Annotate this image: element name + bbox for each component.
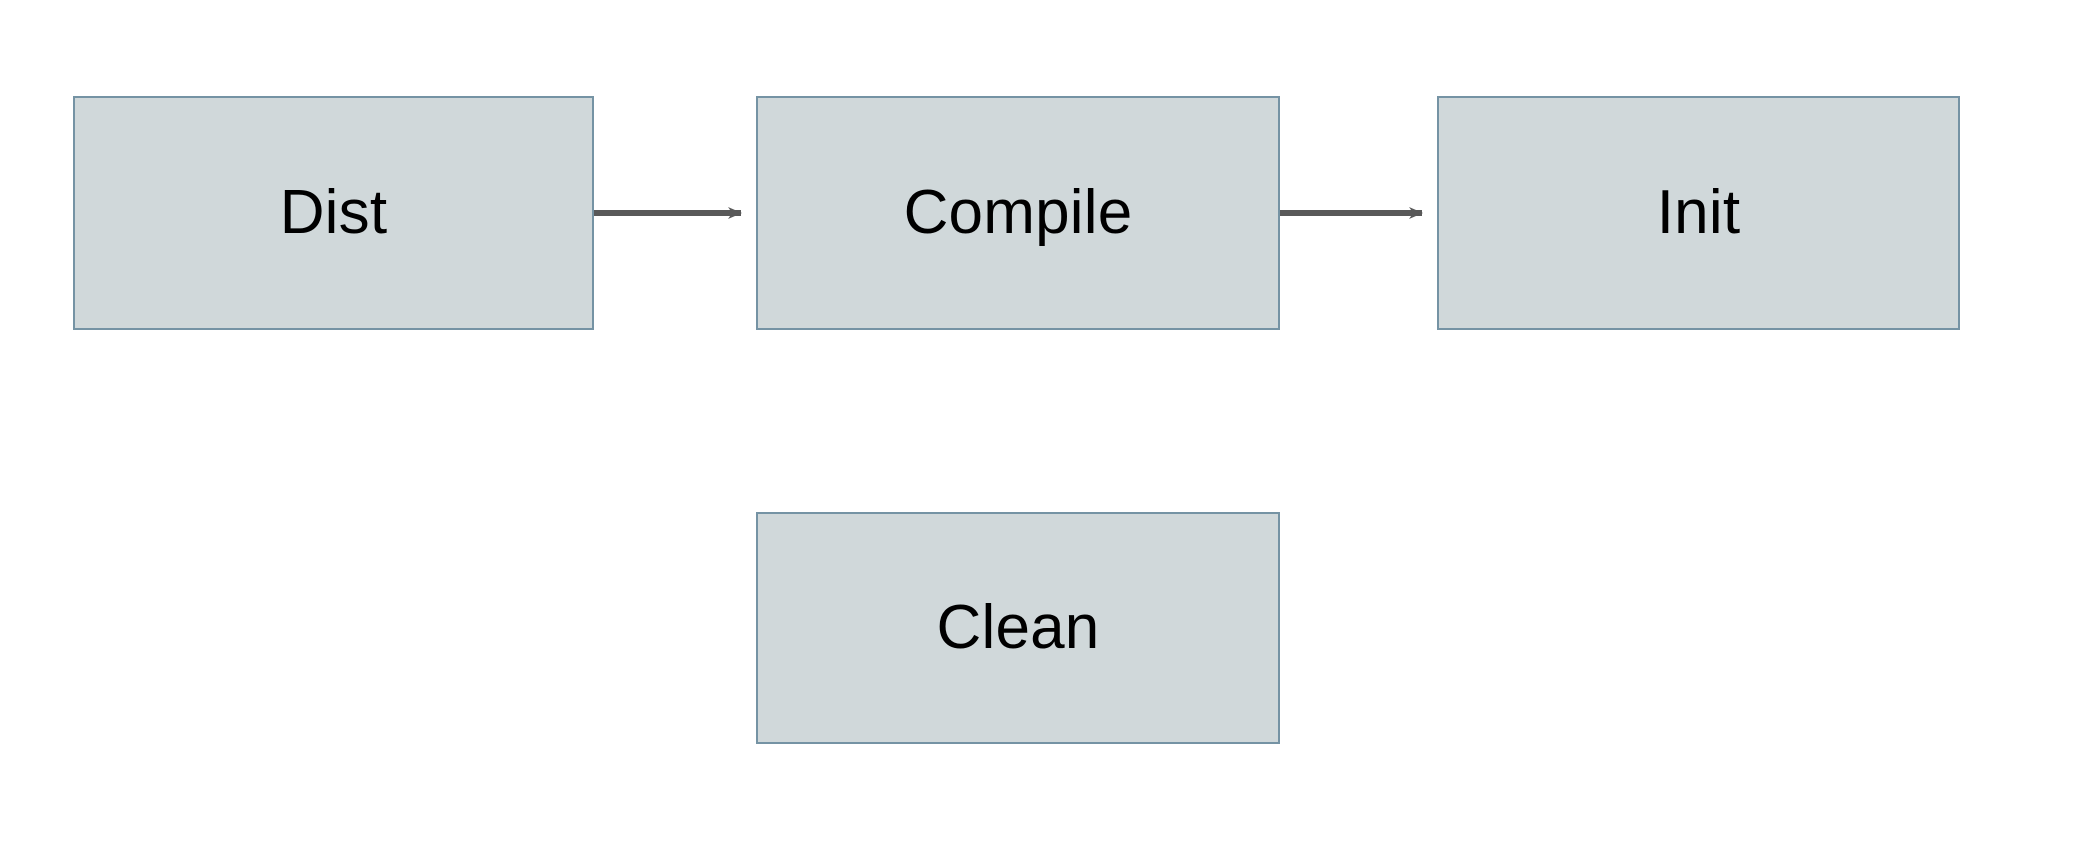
node-init-label: Init — [1656, 178, 1741, 247]
node-dist[interactable]: Dist — [73, 96, 594, 330]
node-clean-label: Clean — [936, 593, 1100, 662]
node-init[interactable]: Init — [1437, 96, 1960, 330]
node-compile[interactable]: Compile — [756, 96, 1280, 330]
node-dist-label: Dist — [279, 178, 388, 247]
node-compile-label: Compile — [903, 178, 1133, 247]
node-clean[interactable]: Clean — [756, 512, 1280, 744]
